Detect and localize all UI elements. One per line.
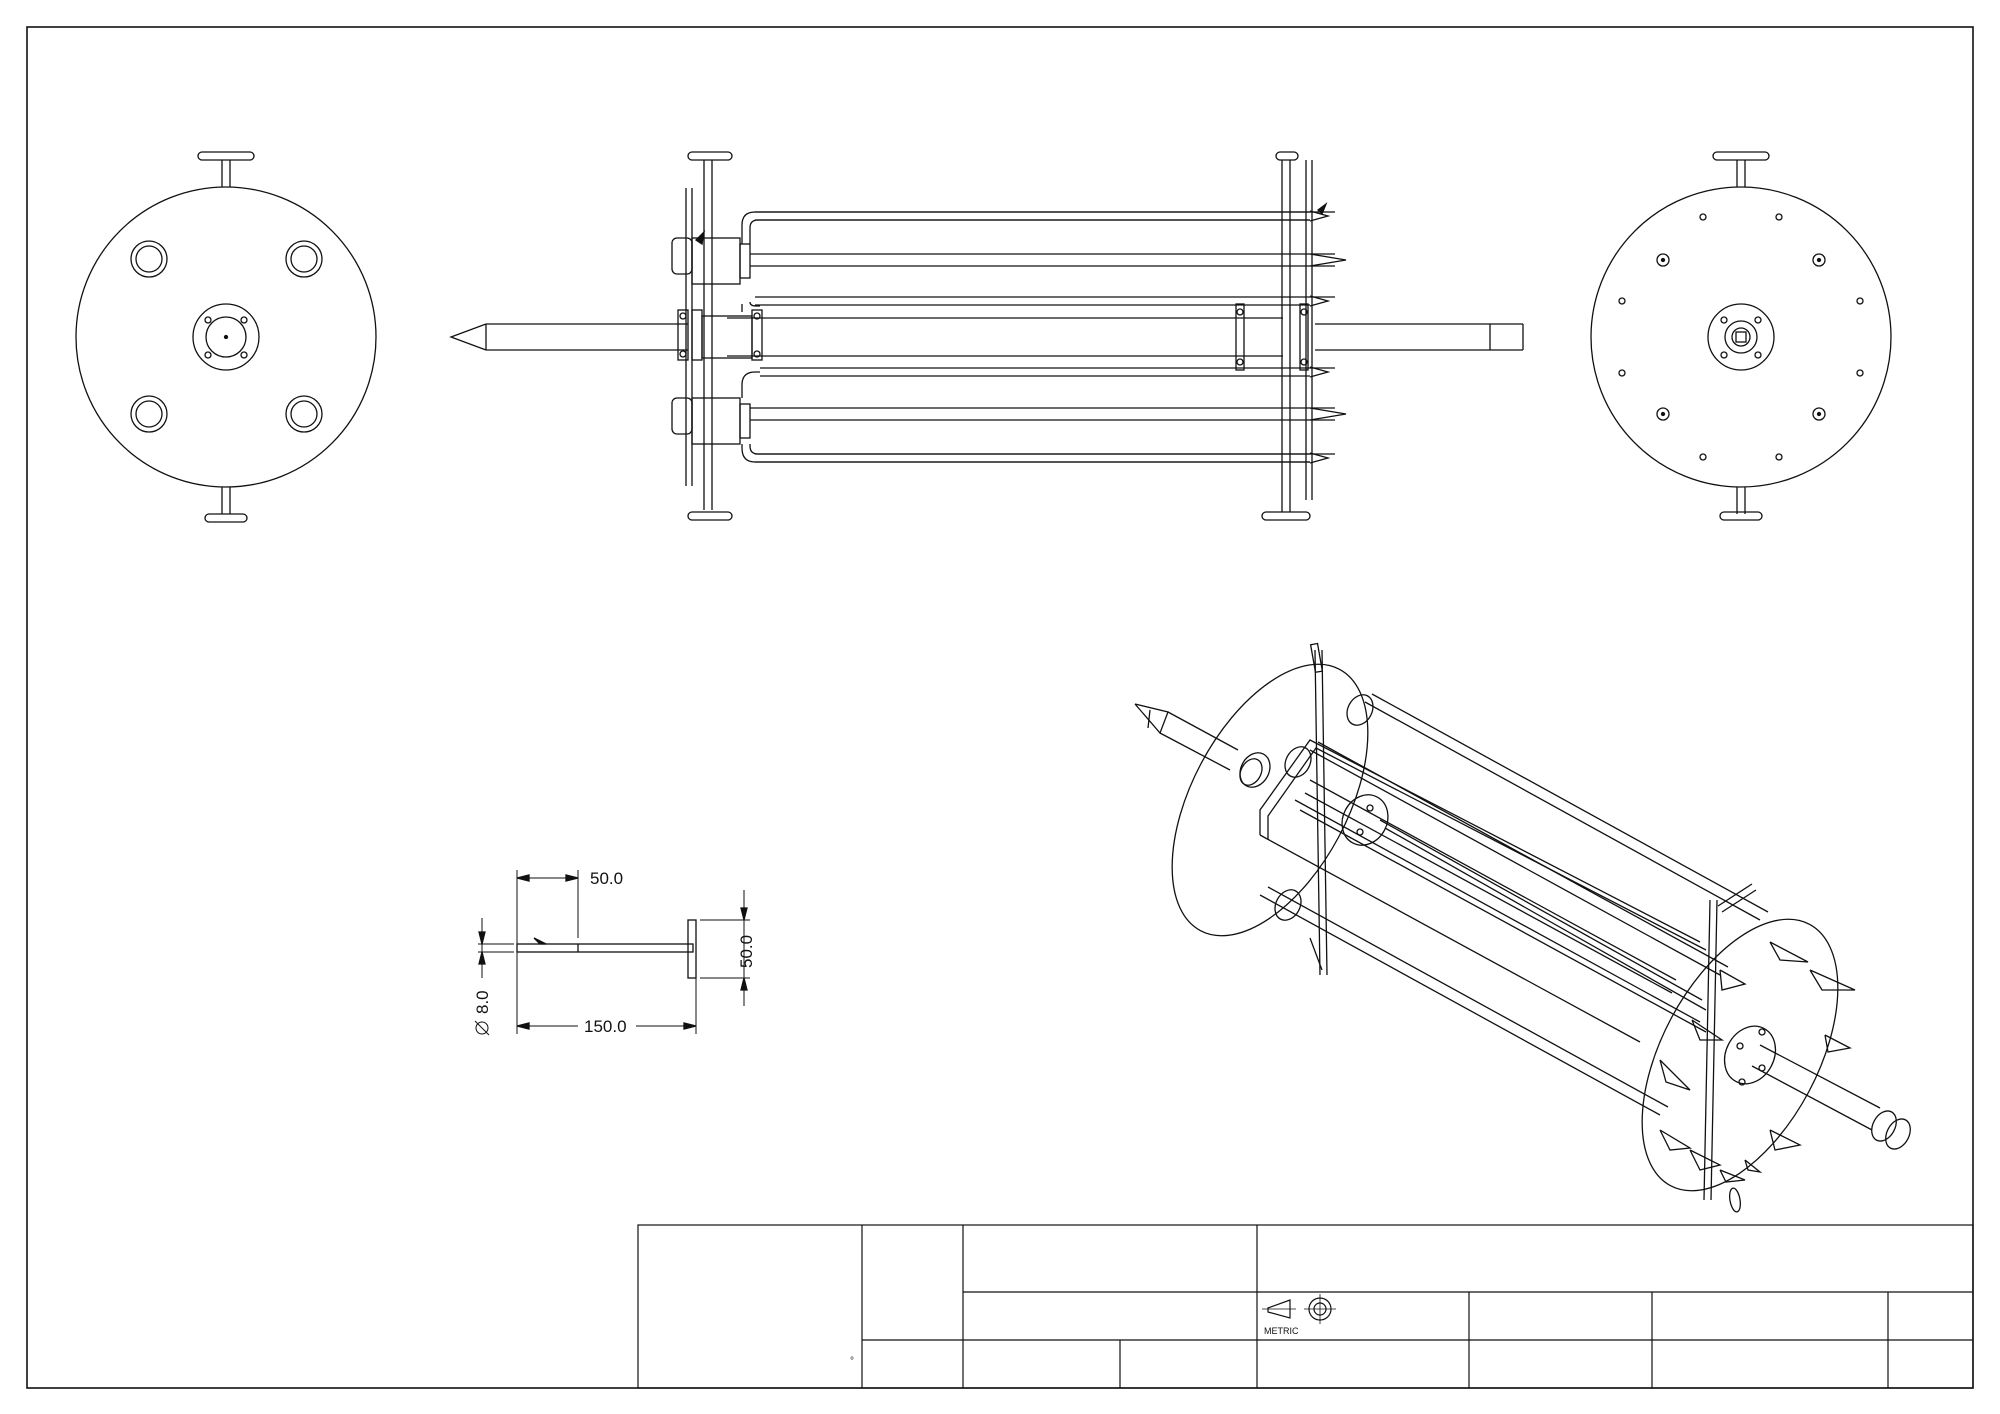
right-end-view [1590, 151, 1892, 521]
spike-holes [1618, 213, 1864, 461]
left-bosses [671, 237, 751, 445]
t-handle-top-right [1712, 151, 1770, 187]
left-marker [694, 230, 705, 246]
isometric-view [1134, 642, 1911, 1213]
iso-rods [1259, 693, 1769, 1116]
t-handle-bottom-right [1719, 487, 1763, 521]
diameter-symbol-icon [475, 1021, 489, 1035]
left-flange [677, 151, 763, 521]
dim-top-length: 50.0 [590, 869, 623, 888]
long-rods [750, 211, 1335, 463]
projection-label: METRIC [1264, 1326, 1299, 1336]
spike-shaft [449, 317, 1524, 357]
right-flange [1235, 151, 1328, 521]
side-view [449, 151, 1524, 521]
degree-mark: ° [850, 1356, 854, 1367]
title-block [637, 1224, 1974, 1389]
iso-bosses [1239, 694, 1389, 921]
iso-spikes [1659, 941, 1856, 1183]
dim-total-length: 150.0 [584, 1017, 627, 1036]
rod-spike-tips [1309, 210, 1347, 464]
cage-frame [741, 211, 1310, 463]
dim-diameter-group: 8.0 [473, 990, 492, 1036]
left-end-view [75, 151, 377, 523]
center-hub [192, 303, 260, 371]
third-angle-projection-icon [1262, 1294, 1336, 1324]
boss-holes [130, 240, 323, 433]
t-handle-bottom [204, 487, 248, 523]
iso-back-hub [1723, 1025, 1777, 1086]
dim-side-height: 50.0 [737, 935, 756, 968]
iso-cage-frame [1259, 739, 1707, 1043]
sheet-border [26, 26, 1974, 1389]
t-handle-top [197, 151, 255, 187]
dim-diameter: 8.0 [473, 990, 492, 1014]
iso-t-bars [1309, 642, 1757, 1213]
right-hub [1707, 303, 1775, 371]
detail-view [478, 870, 750, 1034]
